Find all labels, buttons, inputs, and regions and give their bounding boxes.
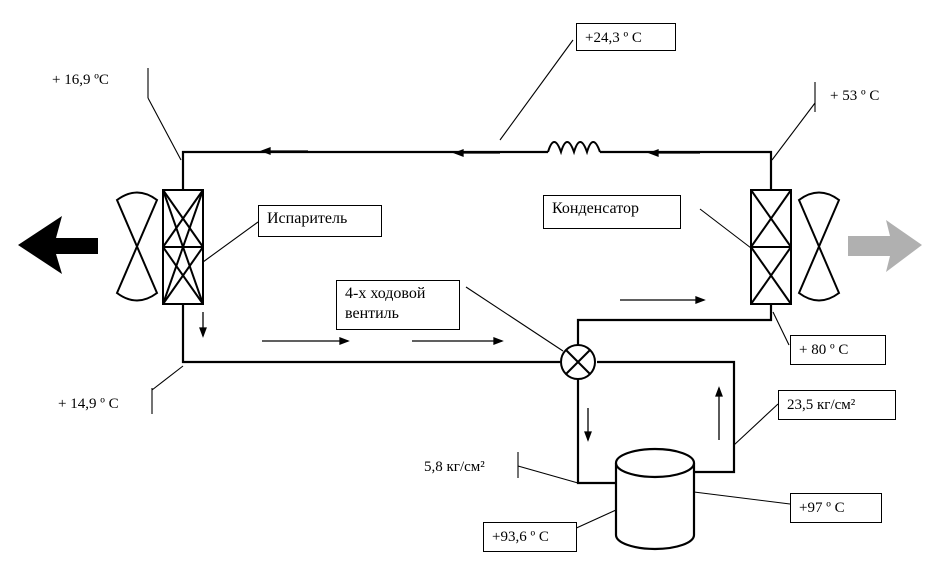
low-pressure-label: 5,8 кг/см²	[424, 459, 485, 475]
leader-high-pressure	[733, 403, 779, 446]
cond-top-temp-label: + 53 º C	[830, 88, 880, 104]
pipe-compressor-suction	[576, 379, 616, 485]
flow-arrow-bottom-1	[262, 337, 350, 345]
flow-arrow-discharge-up	[715, 386, 723, 440]
flow-arrow-evap-down	[199, 312, 207, 338]
leader-evaporator-label	[202, 221, 259, 263]
comp-right-temp-box: +97 º C	[790, 493, 882, 523]
leader-evap-bottom	[151, 365, 184, 391]
four-way-valve-symbol	[560, 344, 596, 380]
coil-symbol	[547, 141, 601, 156]
pipe-compressor-discharge	[597, 360, 736, 474]
heat-in-arrow-icon	[848, 220, 922, 272]
pipe-top-right	[600, 150, 773, 190]
pipe-top-left	[181, 150, 548, 190]
leader-low-pressure	[517, 465, 579, 484]
leader-condenser-label	[699, 208, 752, 249]
comp-left-temp-box: +93,6 º C	[483, 522, 577, 552]
condenser-fan-icon	[797, 191, 841, 302]
evaporator-label-box: Испаритель	[258, 205, 382, 237]
flow-arrow-bottom-2	[412, 337, 504, 345]
pipe-bottom-left	[181, 304, 560, 364]
leader-valve-label	[465, 286, 564, 352]
condenser-label-box: Конденсатор	[543, 195, 681, 229]
evap-bottom-temp-label: + 14,9 º C	[58, 396, 119, 412]
high-pressure-box: 23,5 кг/см²	[778, 390, 896, 420]
leader-comp-left	[571, 509, 617, 531]
top-line-temp-box: +24,3 º C	[576, 23, 676, 51]
leader-evap-top	[147, 97, 182, 161]
pipe-to-condenser	[576, 304, 773, 345]
heat-out-arrow-icon	[18, 216, 98, 274]
evaporator-fan-icon	[115, 191, 159, 302]
cond-bottom-temp-box: + 80 º C	[790, 335, 886, 365]
compressor-symbol	[614, 447, 696, 551]
condenser-exchanger	[750, 189, 792, 305]
leader-comp-right	[693, 491, 791, 505]
flow-arrow-condenser-in	[620, 296, 706, 304]
valve-label-box: 4-х ходовой вентиль	[336, 280, 460, 330]
flow-arrow-suction-down	[584, 408, 592, 442]
evap-top-temp-label: + 16,9 ºC	[52, 72, 109, 88]
leader-cond-bottom	[772, 311, 790, 346]
leader-top-line	[499, 39, 574, 141]
flow-arrow-top-2	[453, 149, 500, 157]
flow-arrow-top-1	[260, 147, 308, 155]
flow-arrow-top-3	[648, 149, 700, 157]
leader-cond-top	[771, 102, 816, 161]
evaporator-exchanger	[162, 189, 204, 305]
